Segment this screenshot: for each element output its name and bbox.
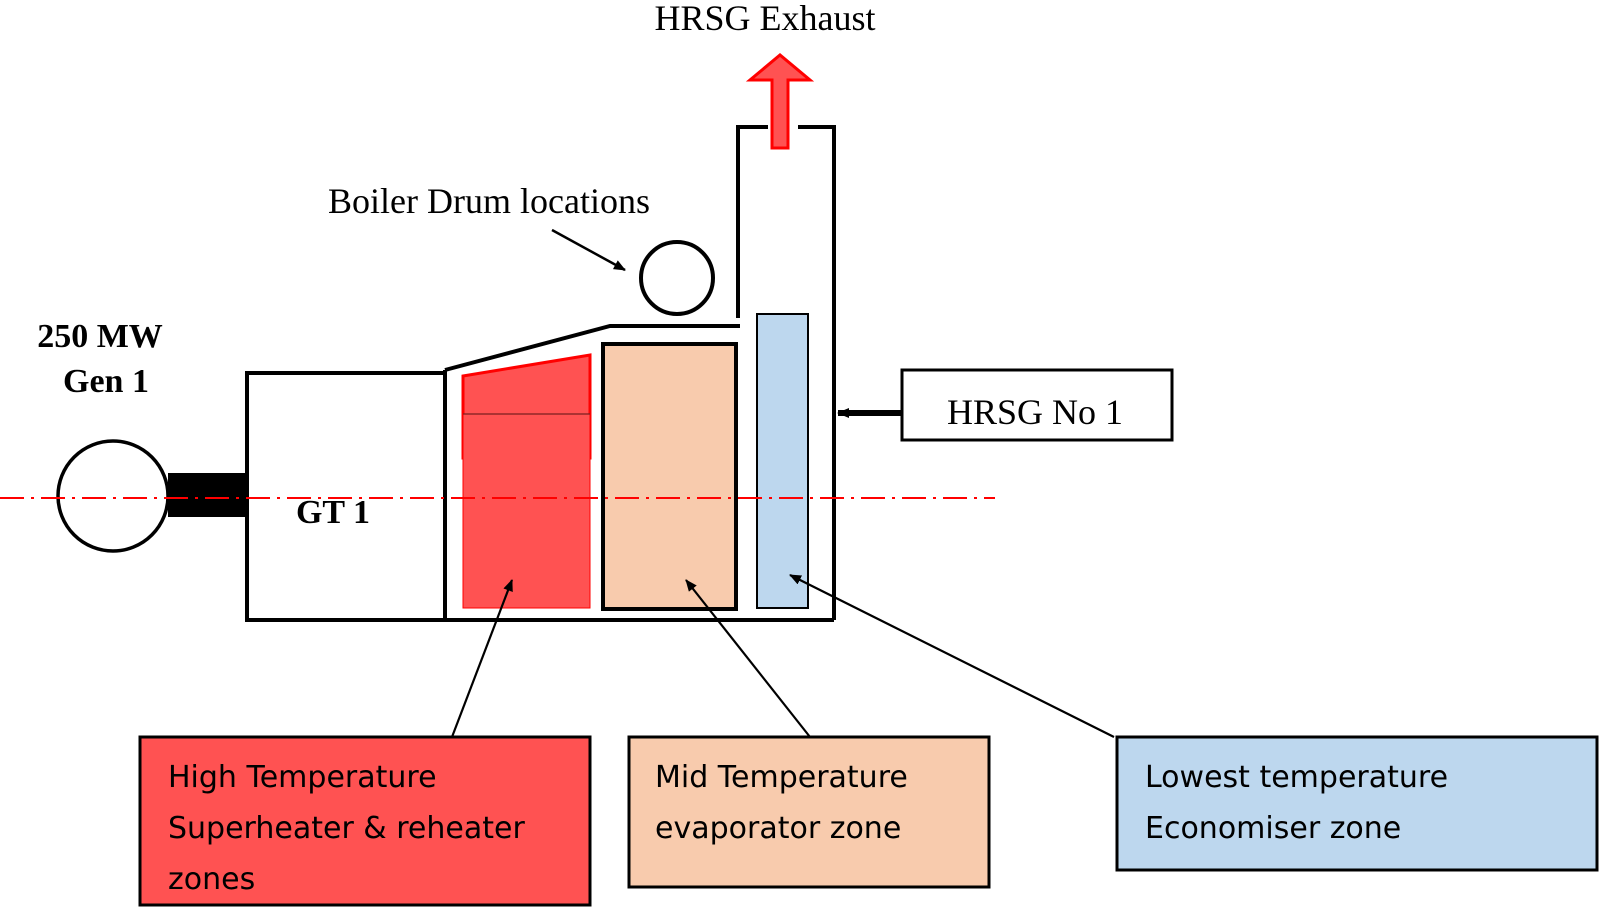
hrsg-housing xyxy=(443,370,834,622)
drum-label: Boiler Drum locations xyxy=(328,181,650,221)
mid-temp-pointer-arrow xyxy=(685,579,811,738)
boiler-drum xyxy=(639,240,715,316)
hrsg-roof xyxy=(444,324,740,372)
low-temp-legend-box xyxy=(1115,735,1599,872)
mid-temp-legend-box xyxy=(627,735,991,889)
economiser-zone-block xyxy=(756,313,809,609)
high-temp-pointer-arrow xyxy=(450,579,514,738)
generator-label-line1: 250 MW xyxy=(37,318,163,355)
exhaust-stack xyxy=(736,125,836,620)
mid-temp-legend-line1: Mid Temperature xyxy=(655,760,908,795)
drum-pointer-arrow xyxy=(551,228,626,272)
high-temp-legend-box xyxy=(138,735,592,907)
generator-circle xyxy=(56,439,170,553)
mid-temp-legend-line2: evaporator zone xyxy=(655,811,901,846)
superheater-zone-block xyxy=(462,413,591,609)
low-temp-pointer-arrow xyxy=(789,574,1115,738)
evaporator-zone-block xyxy=(601,342,738,611)
low-temp-legend-line1: Lowest temperature xyxy=(1145,760,1448,795)
hrsg-label: HRSG No 1 xyxy=(947,392,1123,432)
exhaust-arrow-icon xyxy=(745,53,815,150)
generator-label-line2: Gen 1 xyxy=(63,363,149,400)
turbine-label: GT 1 xyxy=(296,494,370,531)
high-temp-legend-line3: zones xyxy=(168,862,255,897)
generator-shaft xyxy=(168,473,247,517)
low-temp-legend-line2: Economiser zone xyxy=(1145,811,1401,846)
exhaust-label: HRSG Exhaust xyxy=(654,0,875,38)
hrsg-label-box xyxy=(900,368,1174,442)
high-temp-legend-line1: High Temperature xyxy=(168,760,437,795)
high-temp-legend-line2: Superheater & reheater xyxy=(168,811,525,846)
